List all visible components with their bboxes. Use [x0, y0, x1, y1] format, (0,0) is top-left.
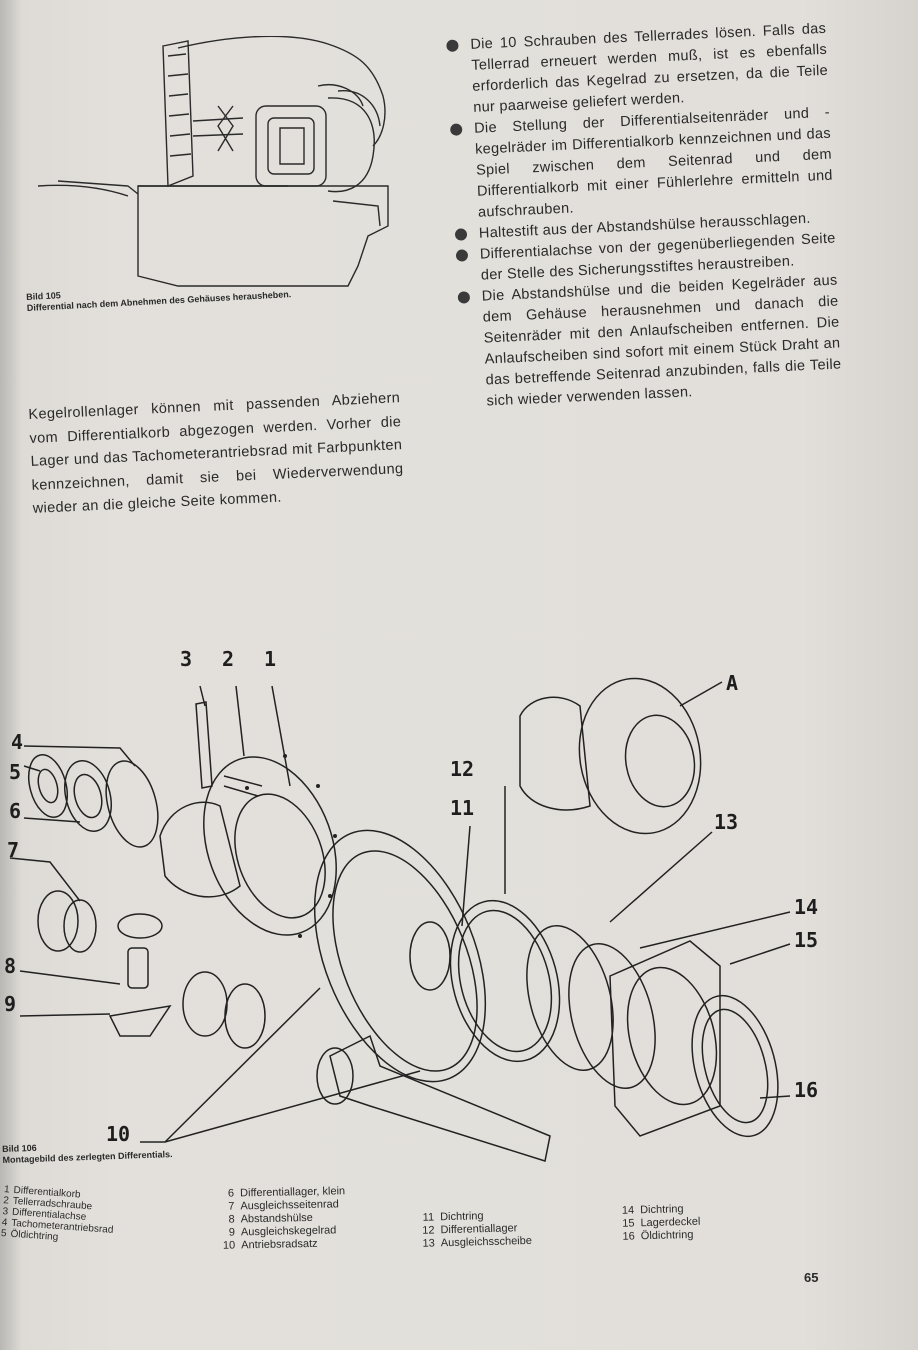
callout-16: 16 [794, 1078, 819, 1102]
bullet-icon [455, 249, 469, 262]
legend-row: 10 Antriebsradsatz [213, 1236, 413, 1253]
bullet-icon [446, 39, 459, 52]
callout-9: 9 [4, 992, 17, 1016]
legend-text: Ausgleichsscheibe [440, 1234, 533, 1250]
callout-1: 1 [264, 647, 277, 671]
callout-a: A [726, 671, 739, 695]
legend-number: 4 [1, 1217, 8, 1229]
callout-4: 4 [11, 730, 24, 754]
legend-text: Dichtring [439, 1210, 484, 1224]
legend-text: Dichtring [639, 1203, 684, 1217]
legend-number: 12 [422, 1224, 435, 1237]
legend-text: Ausgleichskegelrad [240, 1224, 337, 1239]
legend-number: 16 [622, 1230, 635, 1243]
instruction-item: Die Abstandshülse und die beiden Kegelrä… [457, 271, 842, 414]
instruction-text: Die Stellung der Differentialseitenräder… [473, 104, 834, 221]
left-paragraph: Kegelrollenlager können mit passenden Ab… [28, 390, 404, 518]
callout-11: 11 [450, 796, 475, 820]
legend-number: 8 [228, 1213, 235, 1226]
legend-text: Öldichtring [10, 1228, 59, 1244]
legend-text: Öldichtring [640, 1228, 694, 1243]
callout-15: 15 [794, 928, 819, 952]
legend-number: 11 [422, 1211, 435, 1224]
callout-12: 12 [450, 757, 475, 781]
callout-14: 14 [794, 895, 819, 919]
callout-5: 5 [9, 760, 22, 784]
instruction-list: Die 10 Schrauben des Tellerrades lösen. … [446, 19, 843, 414]
callout-2: 2 [222, 647, 235, 671]
legend-number: 14 [621, 1204, 635, 1217]
page-number: 65 [804, 1270, 819, 1285]
callout-13: 13 [714, 810, 739, 834]
bullet-icon [457, 291, 471, 304]
instruction-text: Die 10 Schrauben des Tellerrades lösen. … [470, 20, 829, 116]
legend-number: 13 [422, 1237, 435, 1250]
instruction-item: Die Stellung der Differentialseitenräder… [449, 103, 834, 225]
legend-number: 9 [228, 1226, 236, 1239]
legend-number: 2 [2, 1195, 10, 1207]
legend-number: 15 [622, 1217, 635, 1230]
legend-row: 16 Öldichtring [613, 1227, 773, 1244]
legend-text: Ausgleichsseitenrad [240, 1198, 339, 1213]
bullet-icon [454, 228, 468, 241]
callout-10: 10 [106, 1122, 131, 1146]
callout-8: 8 [4, 954, 17, 978]
callout-3: 3 [180, 647, 193, 671]
legend-number: 6 [227, 1187, 235, 1200]
callout-7: 7 [7, 838, 20, 862]
legend-number: 1 [3, 1184, 10, 1196]
instruction-text: Die Abstandshülse und die beiden Kegelrä… [481, 272, 842, 410]
callout-6: 6 [9, 799, 22, 823]
legend-number: 10 [222, 1239, 236, 1252]
legend-text: Antriebsradsatz [241, 1237, 318, 1252]
bullet-icon [449, 123, 463, 136]
legend-number: 7 [228, 1200, 235, 1213]
legend-number: 3 [2, 1206, 9, 1218]
figure-105-illustration [37, 36, 389, 287]
figure-106-exploded-view [9, 677, 791, 1162]
